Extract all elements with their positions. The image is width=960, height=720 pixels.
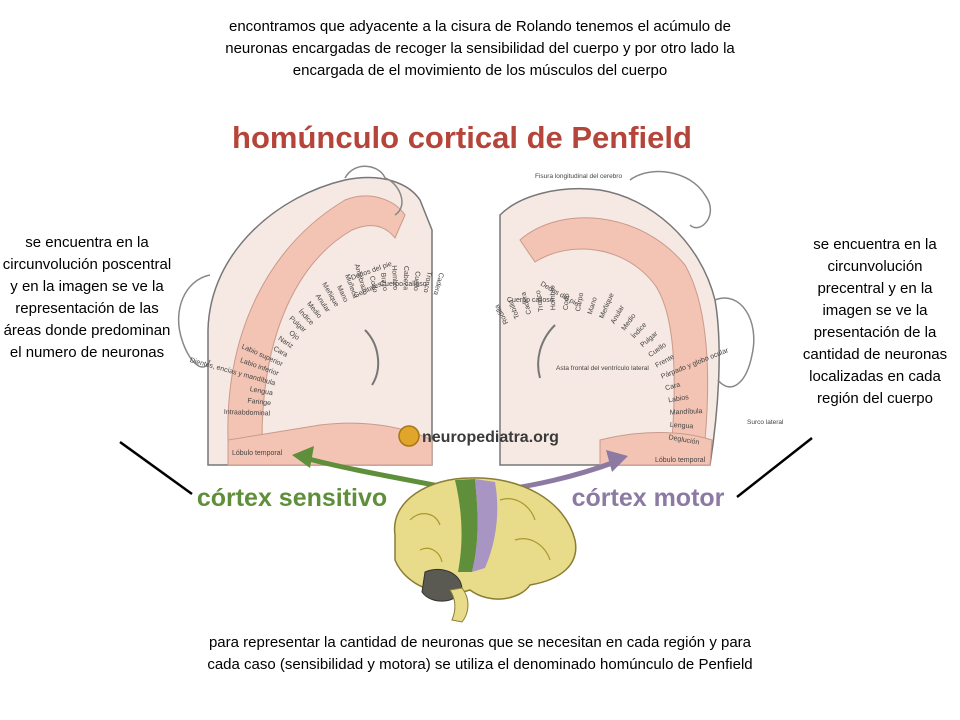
left-body-label: Cuello [412,271,421,292]
brain-motor-strip [472,479,498,572]
brain-stem [449,587,469,623]
right-body-label: Labios [668,394,690,404]
motor-arrow-head [606,450,628,472]
left-body-label: Cabeza [402,266,410,290]
motor-homunculus-outline [629,170,755,388]
right-body-label: Mano [587,296,599,315]
right-body-label: Tronco [535,290,545,312]
right-pointer-line [736,437,813,498]
sensory-hemisphere: CaderaTroncoCuelloCabezaHombroBrazoCodoA… [177,165,445,466]
right-body-label: Cara [665,381,682,392]
sensory-cortex-label: córtex sensitivo [197,484,387,512]
left-body-label: Lengua [249,386,273,397]
sensory-arrow-head [292,446,314,468]
top-explanation-text: encontramos que adyacente a la cisura de… [225,18,735,79]
motor-label-fissure: Fisura longitudinal del cerebro [535,173,622,180]
left-explanation-text: se encuentra en la circunvolución poscen… [2,234,172,361]
left-body-label: Faringe [247,398,271,408]
bottom-explanation-text: para representar la cantidad de neuronas… [207,634,753,673]
neuropediatra-logo: neuropediatra.org [398,425,559,447]
sensory-temporal-lobe [227,422,433,466]
figure-title: homúnculo cortical de Penfield [232,120,692,155]
left-body-label: Cadera [432,272,445,296]
sensory-label-temporal-lobe: Lóbulo temporal [232,450,283,457]
motor-ventricle [537,324,556,379]
sensory-label-corpus-callosum: Cuerpo calloso [380,281,427,288]
right-explanation-text: se encuentra en la circunvolución precen… [802,236,948,407]
motor-label-corpus-callosum: Cuerpo calloso [507,297,554,304]
logo-text: neuropediatra.org [422,429,559,446]
left-body-label: Brazo [379,272,388,291]
left-body-label: Codo [368,275,378,293]
brain-gyri [409,498,551,563]
brain-sensory-strip [455,479,478,572]
left-body-label: Hombro [390,265,398,290]
right-body-label: Hombro [549,285,557,310]
logo-brain-icon [398,425,420,447]
motor-cortex-label: córtex motor [572,484,725,512]
right-body-label: Lengua [670,422,694,430]
left-pointer-line [119,440,193,496]
sensory-ventricle [364,329,380,386]
motor-label-lateral-sulcus: Surco lateral [747,419,784,426]
left-body-label: Intraabdominal [224,409,271,418]
sensory-homunculus-outline [177,165,403,368]
lateral-brain-illustration [393,477,577,623]
motor-temporal-lobe [599,432,713,466]
sensory-cortex-band [227,195,406,441]
left-body-label: Tronco [422,271,433,294]
motor-label-ventricle: Asta frontal del ventrículo lateral [556,365,649,372]
right-body-label: Mandíbula [670,408,703,417]
motor-label-temporal-lobe: Lóbulo temporal [655,457,706,464]
right-body-label: Carpo [575,292,585,312]
right-body-label: Codo [563,293,571,310]
